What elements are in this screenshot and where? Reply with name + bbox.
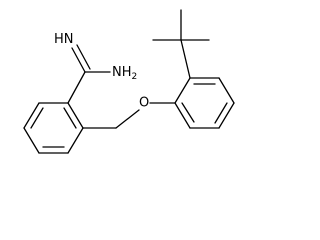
amidine-group: HN NH2 <box>54 32 137 104</box>
ring-a-double-3 <box>63 107 77 129</box>
ring-a-bond-2 <box>23 102 40 129</box>
imine-label: HN <box>54 32 74 47</box>
ring-b-double-3 <box>181 102 195 123</box>
imine-double-bond-1 <box>71 47 86 73</box>
ring-a-bond-6 <box>67 102 84 129</box>
ring-b-bond-6 <box>174 102 191 129</box>
tert-butylphenyl-ring <box>174 77 235 129</box>
amine-label: NH2 <box>112 65 137 82</box>
ring-b-bond-4 <box>218 102 235 129</box>
chemical-structure: HN NH2 O <box>23 9 235 154</box>
ring-to-amidine-bond <box>67 71 86 104</box>
ring-b-double-2 <box>214 102 228 124</box>
benzamidine-ring <box>23 102 84 154</box>
ring-b-bond-1 <box>174 77 191 104</box>
tert-butyl-group <box>152 9 210 79</box>
ring-to-quaternary-c-bond <box>180 39 191 79</box>
imine-double-bond-2 <box>76 44 91 70</box>
ring-a-bond-5 <box>67 127 84 154</box>
ring-a-bond-3 <box>23 127 40 154</box>
ch2-to-o-bond <box>115 109 140 129</box>
ether-oxygen-label: O <box>139 96 149 111</box>
benzyl-ether-linker: O <box>82 96 176 129</box>
ring-b-bond-3 <box>218 77 235 104</box>
ring-a-double-1 <box>30 107 44 129</box>
